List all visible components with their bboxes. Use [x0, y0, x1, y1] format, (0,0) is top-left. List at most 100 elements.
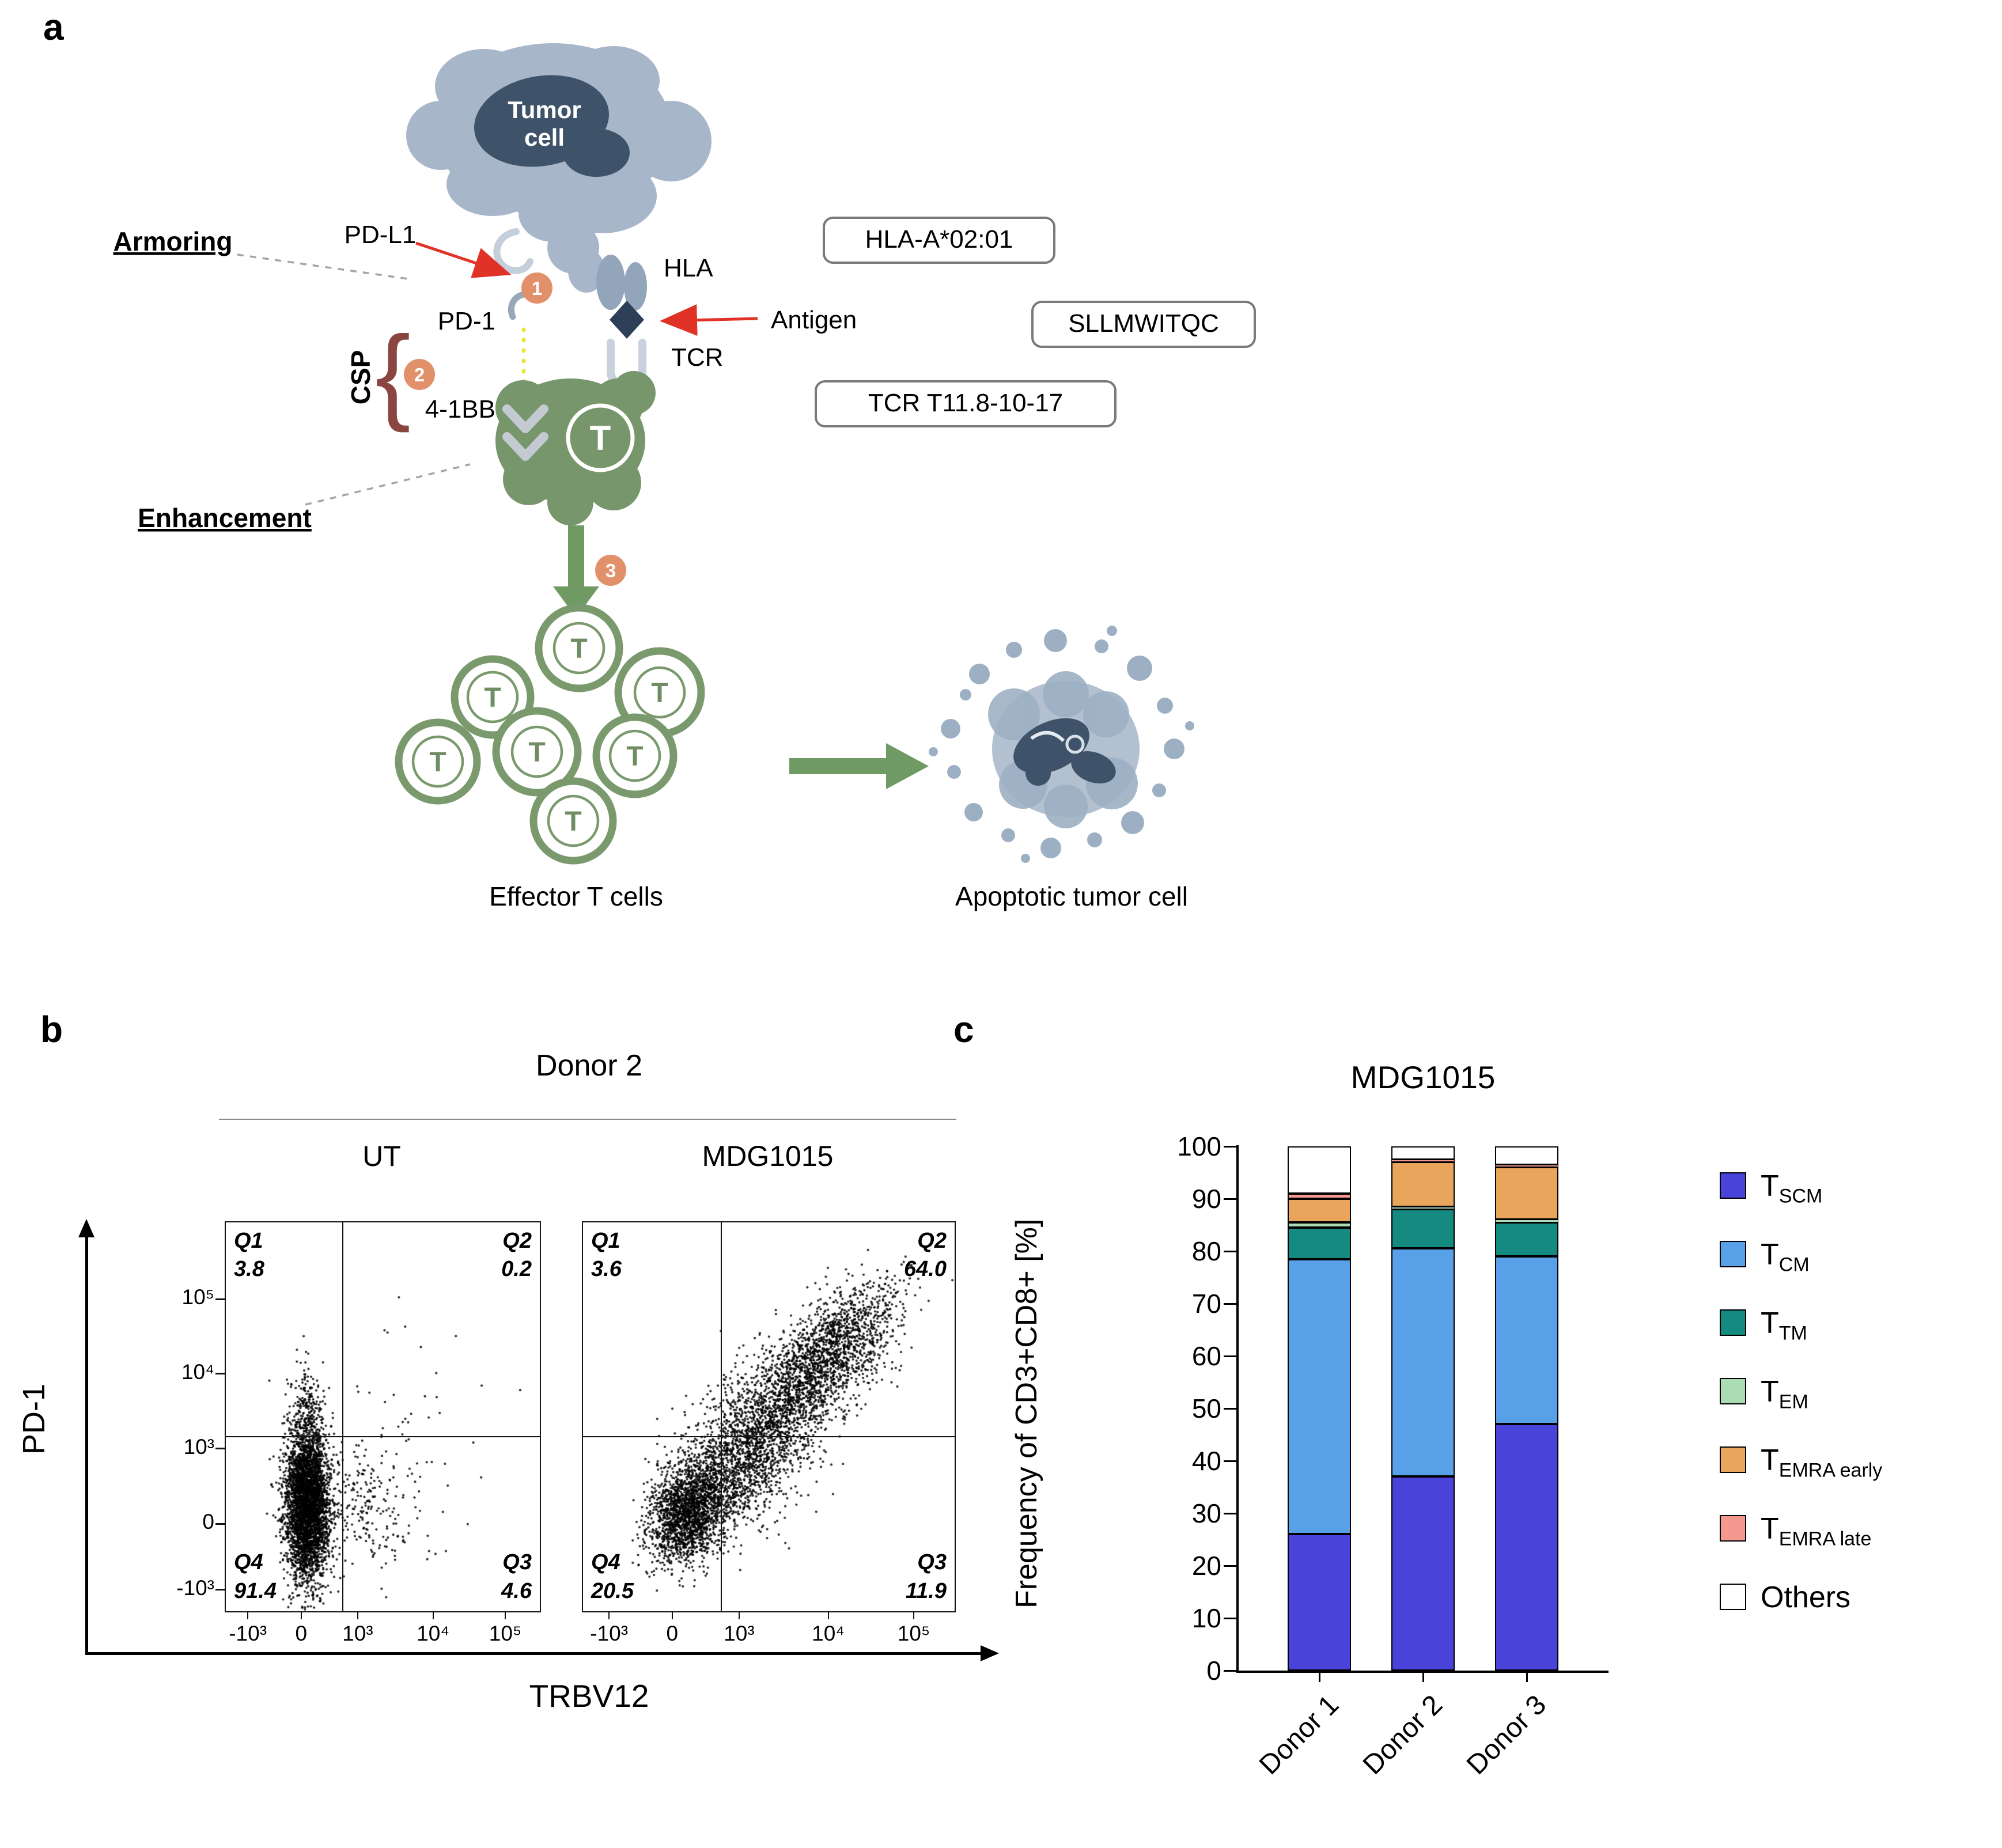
quadrant-gate-horizontal — [226, 1436, 540, 1438]
effector-t-cell: T — [529, 777, 617, 865]
legend-swatch-T_EMRA_late — [1720, 1515, 1746, 1542]
bar-segment-T_CM-donor3 — [1495, 1256, 1558, 1425]
legend-label-T_SCM: TSCM — [1761, 1169, 1822, 1207]
legend-label-main: T — [1761, 1444, 1779, 1477]
bar-y-tick-mark — [1224, 1145, 1236, 1148]
flow-x-tick-mark — [432, 1611, 434, 1619]
legend-label-main: T — [1761, 1238, 1779, 1271]
bar-chart-y-label: Frequency of CD3+CD8+ [%] — [1010, 1218, 1043, 1608]
killing-arrow — [789, 743, 929, 789]
effector-t-cell: T — [492, 707, 582, 797]
bar-segment-T_EMRA_late-donor2 — [1391, 1159, 1455, 1162]
bar-x-tick-mark — [1318, 1673, 1320, 1682]
bar-segment-T_EMRA_late-donor3 — [1495, 1164, 1558, 1168]
effector-cell-nucleus — [466, 671, 519, 724]
flow-x-tick-label: 10³ — [724, 1622, 755, 1645]
flow-y-tick-label: -10³ — [176, 1576, 214, 1600]
legend-swatch-T_EMRA_early — [1720, 1446, 1746, 1473]
pd1-label: PD-1 — [438, 307, 495, 335]
effector-cell-nucleus — [510, 725, 563, 778]
bar-segment-T_TM-donor2 — [1391, 1209, 1455, 1249]
flow-y-tick-mark — [215, 1448, 225, 1450]
quadrant-gate-vertical — [720, 1222, 722, 1611]
flow-y-tick-label: 10⁴ — [181, 1360, 214, 1384]
bar-y-tick-mark — [1224, 1565, 1236, 1567]
bar-x-tick-mark — [1526, 1673, 1528, 1682]
quadrant-name: Q4 — [591, 1550, 620, 1575]
flow-x-tick-label: 10⁵ — [489, 1622, 522, 1645]
legend-label-sub: TM — [1778, 1322, 1807, 1345]
hla-label: HLA — [664, 254, 713, 282]
legend-label-sub: EMRA late — [1778, 1528, 1872, 1550]
flow-x-tick-mark — [827, 1611, 829, 1619]
armoring-label: Armoring — [113, 226, 233, 256]
flow-y-tick-mark — [215, 1373, 225, 1375]
quadrant-value: 11.9 — [905, 1578, 947, 1603]
bar-segment-T_SCM-donor2 — [1391, 1476, 1455, 1671]
flow-x-tick-label: 10³ — [342, 1622, 373, 1645]
pointer-lines — [237, 253, 471, 506]
flow-x-tick-label: -10³ — [590, 1622, 629, 1645]
tcr-clone-text: TCR T11.8-10-17 — [868, 389, 1063, 417]
4-1bb-label: 4-1BB — [425, 395, 495, 423]
legend-label-main: T — [1761, 1169, 1779, 1203]
trbv12-axis-arrowhead — [981, 1645, 999, 1661]
legend-label-main: T — [1761, 1307, 1779, 1340]
flow-x-tick-mark — [300, 1611, 302, 1619]
tumor-nucleus — [474, 75, 630, 177]
expansion-arrow — [553, 525, 599, 618]
bar-y-tick-mark — [1224, 1198, 1236, 1200]
quadrant-name: Q2 — [917, 1229, 947, 1253]
flow-y-tick-mark — [215, 1523, 225, 1525]
effector-t-cell: T — [614, 647, 705, 738]
bar-y-tick-mark — [1224, 1250, 1236, 1252]
legend-label-T_CM: TCM — [1761, 1237, 1810, 1276]
effector-cell-letter: T — [570, 634, 587, 664]
flow-x-tick-mark — [671, 1611, 673, 1619]
t-cell: T — [495, 371, 656, 525]
pdl1-molecule — [493, 228, 533, 274]
quadrant-label-q4: Q4 20.5 — [591, 1548, 634, 1605]
donor-title: Donor 2 — [536, 1049, 642, 1082]
t-cell-letter: T — [590, 419, 611, 457]
peptide-box — [1031, 301, 1256, 348]
legend-swatch-Others — [1720, 1584, 1746, 1610]
bar-segment-Others-donor2 — [1391, 1146, 1455, 1160]
bar-y-tick-label: 10 — [1191, 1603, 1221, 1633]
quadrant-name: Q1 — [234, 1229, 263, 1253]
quadrant-value: 20.5 — [591, 1578, 634, 1603]
category-label-2: Donor 2 — [1357, 1689, 1449, 1781]
flow-y-tick-mark — [215, 1298, 225, 1300]
flow-x-tick-label: 0 — [666, 1622, 679, 1645]
mechanism-diagram: Tumor cell T — [113, 43, 1256, 911]
effector-cell-nucleus — [608, 729, 661, 782]
bar-chart-x-axis — [1236, 1671, 1609, 1673]
effector-cell-nucleus — [633, 666, 686, 719]
step-1-badge — [521, 272, 552, 304]
bar-y-tick-mark — [1224, 1460, 1236, 1462]
legend-label-main: T — [1761, 1512, 1779, 1546]
panel-c-label: c — [953, 1009, 974, 1050]
bar-y-tick-label: 0 — [1206, 1656, 1221, 1686]
legend-label-sub: EM — [1778, 1391, 1808, 1413]
flow-x-tick-mark — [505, 1611, 506, 1619]
bar-y-tick-mark — [1224, 1512, 1236, 1514]
bar-y-tick-label: 60 — [1191, 1341, 1221, 1371]
tumor-cell-label-line1: Tumor — [508, 96, 581, 123]
category-label-3: Donor 3 — [1460, 1689, 1553, 1781]
legend-label-sub: EMRA early — [1778, 1459, 1883, 1482]
tcr-label: TCR — [671, 343, 723, 372]
bar-segment-T_SCM-donor1 — [1288, 1534, 1351, 1671]
bar-y-tick-label: 20 — [1191, 1551, 1221, 1581]
quadrant-gate-horizontal — [583, 1436, 955, 1438]
bar-y-tick-mark — [1224, 1302, 1236, 1305]
quadrant-name: Q3 — [917, 1550, 947, 1575]
bar-segment-T_EM-donor2 — [1391, 1206, 1455, 1210]
